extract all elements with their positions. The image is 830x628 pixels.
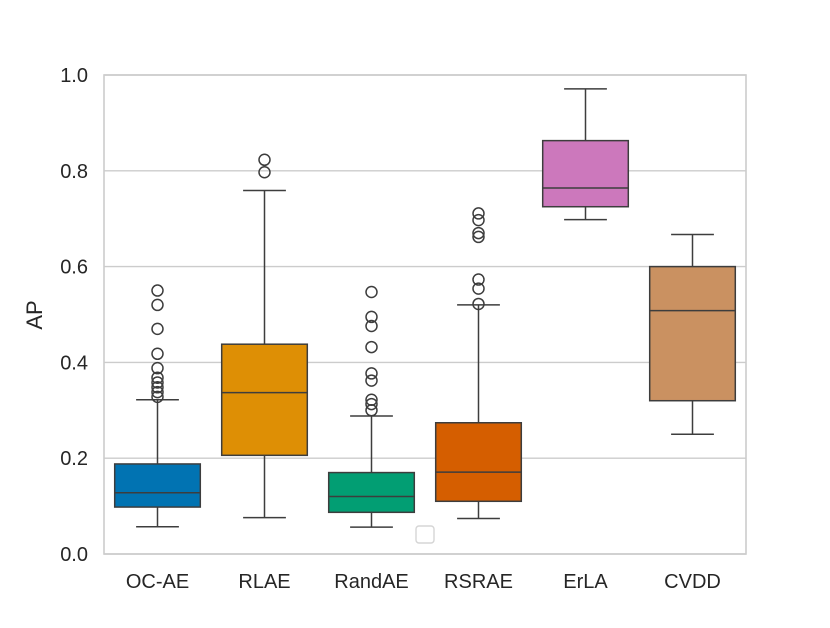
x-tick-label: OC-AE [126,571,189,593]
outlier-point [472,230,485,244]
y-tick-label: 1.0 [60,65,88,87]
plot-frame [103,74,747,555]
outlier-point [258,153,271,167]
outlier-point [151,371,164,384]
y-tick-label: 0.4 [60,352,88,374]
iqr-box [220,343,309,457]
outlier-point [365,340,378,354]
box-randae [327,285,416,528]
outlier-point [151,381,164,394]
outlier-point [365,319,378,333]
iqr-box [648,265,737,402]
box-rlae [220,153,309,519]
iqr-box [327,471,416,514]
x-tick-label: RSRAE [444,571,513,593]
outlier-point [472,273,485,286]
outlier-point [472,282,485,295]
y-tick-label: 0.6 [60,257,88,279]
empty-legend [415,525,435,544]
outlier-point [472,207,485,220]
outlier-point [151,385,164,399]
outlier-point [151,284,164,297]
outlier-point [151,376,164,389]
y-axis-label: AP [22,300,47,329]
x-tick-labels: OC-AE RLAE RandAE RSRAE ErLA CVDD [126,571,721,593]
y-tick-label: 0.2 [60,448,88,470]
outlier-point [472,213,485,227]
outlier-point [258,165,271,179]
iqr-box [113,463,202,508]
outlier-point [472,297,485,311]
outlier-point [365,393,378,407]
x-tick-label: RandAE [334,571,409,593]
iqr-box [541,139,630,208]
box-erla [541,88,630,221]
box-layer [113,88,737,528]
box-rsrae [434,207,523,520]
box-cvdd [648,233,737,435]
outlier-point [365,374,378,387]
outlier-point [472,226,485,240]
box-oc-ae [113,284,202,528]
outlier-point [151,298,164,312]
outlier-point [151,347,164,361]
outlier-point [365,310,378,324]
y-tick-label: 0.0 [60,544,88,566]
outlier-point [151,322,164,336]
outlier-point [151,390,164,404]
x-tick-label: CVDD [664,571,721,593]
x-tick-label: ErLA [563,571,608,593]
outlier-point [365,367,378,380]
y-tick-label: 0.8 [60,161,88,183]
outlier-point [151,361,164,375]
y-tick-labels: 0.0 0.2 0.4 0.6 0.8 1.0 [60,65,88,566]
outlier-point [365,397,378,411]
iqr-box [434,422,523,503]
outlier-point [365,285,378,299]
x-tick-label: RLAE [238,571,290,593]
